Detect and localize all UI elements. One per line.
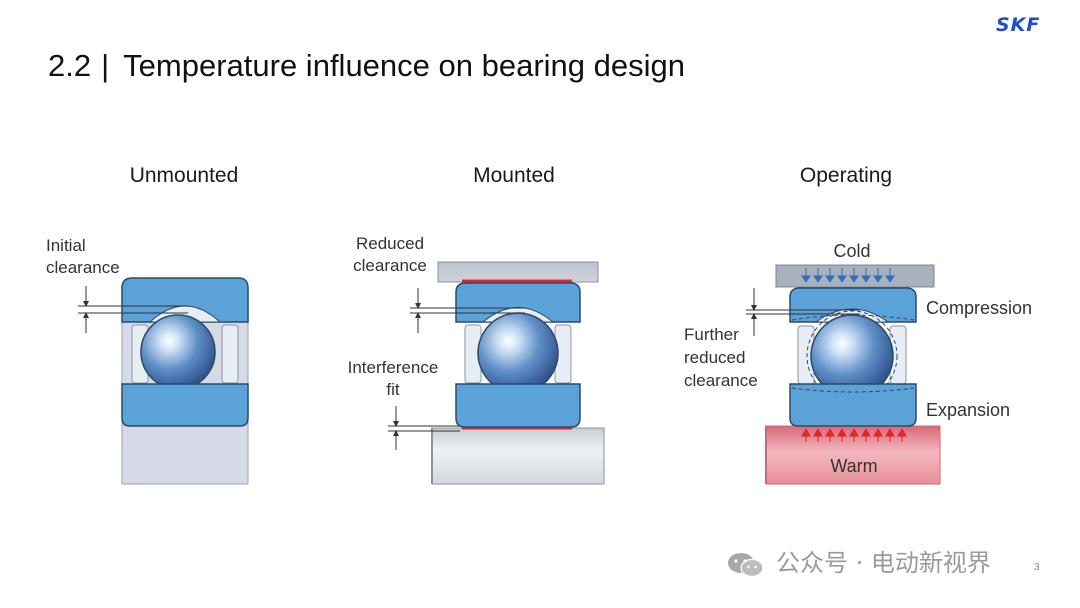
label-reduced: Reduced bbox=[355, 234, 425, 253]
skf-logo: SKF bbox=[996, 14, 1041, 36]
mounted-bearing bbox=[388, 261, 605, 485]
label-compression: Compression bbox=[926, 298, 1033, 318]
label-initial-clearance: clearance bbox=[46, 258, 120, 277]
unmounted-bearing bbox=[78, 277, 249, 485]
mounted-shaft bbox=[431, 427, 605, 485]
label-interference-fit: fit bbox=[386, 380, 400, 399]
label-cold: Cold bbox=[833, 241, 871, 261]
warm-arrows bbox=[801, 427, 907, 442]
panel-title-unmounted: Unmounted bbox=[129, 164, 239, 187]
label-further-reduced: reduced bbox=[684, 348, 746, 367]
label-initial: Initial bbox=[46, 236, 86, 255]
panel-title-mounted: Mounted bbox=[473, 164, 555, 187]
cold-arrows bbox=[801, 268, 895, 283]
panel-title-operating: Operating bbox=[799, 164, 893, 187]
mounted-ball bbox=[477, 312, 559, 394]
watermark-text: 公众号 · 电动新视界 bbox=[776, 549, 991, 577]
unmounted-outer-ring bbox=[121, 277, 249, 323]
label-warm: Warm bbox=[830, 456, 878, 476]
slide-title-text: Temperature influence on bearing design bbox=[123, 48, 685, 83]
label-further-clearance: clearance bbox=[684, 371, 758, 390]
label-expansion: Expansion bbox=[926, 400, 1011, 420]
label-reduced-clearance: clearance bbox=[353, 256, 427, 275]
label-interference: Interference bbox=[347, 358, 439, 377]
unmounted-inner-ring bbox=[121, 383, 249, 427]
operating-bearing bbox=[746, 264, 941, 485]
unmounted-ball bbox=[140, 314, 216, 390]
mounted-inner-ring bbox=[455, 383, 581, 428]
title-separator: | bbox=[101, 48, 110, 83]
wechat-icon bbox=[728, 553, 764, 578]
slide-number: 2.2 bbox=[48, 48, 92, 83]
slide-title: 2.2 | Temperature influence on bearing des… bbox=[48, 46, 685, 86]
label-further: Further bbox=[684, 325, 739, 344]
operating-inner-ring bbox=[789, 383, 917, 427]
mounted-outer-ring bbox=[455, 282, 581, 323]
page-number: 3 bbox=[1034, 562, 1040, 573]
mounted-housing bbox=[437, 261, 599, 283]
